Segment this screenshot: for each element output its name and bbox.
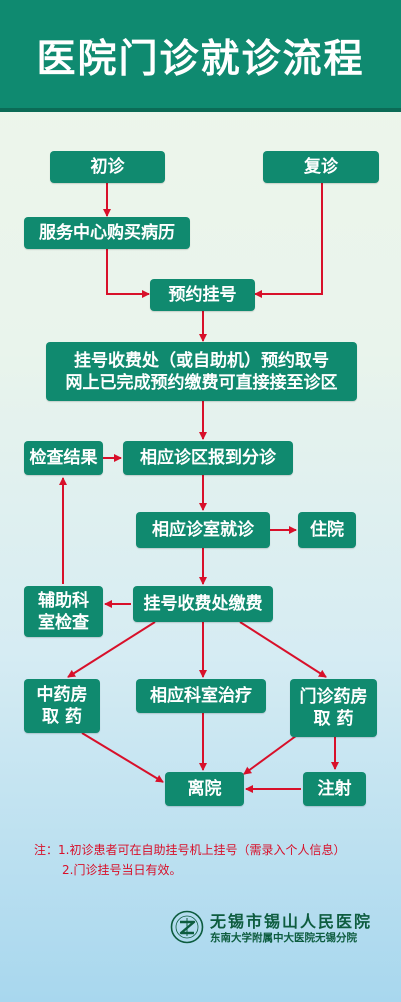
injection-label: 注射 — [317, 779, 352, 799]
outpatient-pharmacy-line1: 门诊药房 — [299, 687, 368, 707]
tcm-pharmacy-line1: 中药房 — [36, 685, 88, 705]
consult-label: 相应诊室就诊 — [152, 520, 254, 540]
arrow-fee-to-pharmacy — [239, 621, 327, 678]
return-visit-label: 复诊 — [304, 157, 338, 177]
leave-label: 离院 — [187, 779, 222, 799]
registration-box: 预约挂号 — [150, 279, 255, 311]
hospital-subtitle: 东南大学附属中大医院无锡分院 — [210, 932, 357, 944]
treatment-box: 相应科室治疗 — [136, 679, 266, 713]
first-visit-box: 初诊 — [50, 151, 165, 183]
return-visit-box: 复诊 — [263, 151, 379, 183]
consult-box: 相应诊室就诊 — [136, 512, 270, 548]
outpatient-pharmacy-line2: 取 药 — [313, 709, 354, 729]
hospital-footer: 无锡市锡山人民医院 东南大学附属中大医院无锡分院 — [170, 908, 385, 958]
first-visit-label: 初诊 — [90, 157, 125, 177]
hospitalize-box: 住院 — [298, 512, 356, 548]
registration-label: 预约挂号 — [168, 285, 237, 305]
arrow-pharmacy-to-leave — [243, 732, 301, 775]
service-center-label: 服务中心购买病历 — [39, 223, 175, 243]
page-title: 医院门诊就诊流程 — [36, 37, 365, 82]
outpatient-pharmacy-box: 门诊药房 取 药 — [290, 679, 377, 737]
header-banner: 医院门诊就诊流程 — [0, 0, 401, 112]
fee-box: 挂号收费处缴费 — [133, 586, 273, 622]
arrow-fee-to-tcm — [67, 621, 156, 678]
hospital-name: 无锡市锡山人民医院 — [210, 912, 373, 931]
triage-box: 相应诊区报到分诊 — [123, 441, 293, 475]
arrow-return-to-registration — [254, 183, 323, 298]
notes: 注：1.初诊患者可在自助挂号机上挂号（需录入个人信息） 2.门诊挂号当日有效。 — [34, 840, 345, 880]
injection-box: 注射 — [303, 772, 366, 806]
aux-exam-box: 辅助科 室检查 — [24, 586, 103, 637]
note-line-1: 注：1.初诊患者可在自助挂号机上挂号（需录入个人信息） — [34, 843, 346, 857]
service-center-box: 服务中心购买病历 — [24, 217, 190, 249]
arrow-service-to-registration — [106, 249, 150, 298]
hospitalize-label: 住院 — [310, 520, 344, 540]
payment-office-line1: 挂号收费处（或自助机）预约取号 — [74, 350, 329, 371]
aux-exam-line1: 辅助科 — [38, 590, 89, 611]
tcm-pharmacy-line2: 取 药 — [42, 707, 82, 727]
leave-box: 离院 — [165, 772, 244, 806]
exam-results-box: 检查结果 — [24, 441, 103, 475]
fee-label: 挂号收费处缴费 — [143, 594, 263, 614]
payment-office-box: 挂号收费处（或自助机）预约取号 网上已完成预约缴费可直接接至诊区 — [46, 342, 357, 401]
payment-office-line2: 网上已完成预约缴费可直接接至诊区 — [65, 372, 338, 393]
arrow-tcm-to-leave — [81, 732, 164, 783]
aux-exam-line2: 室检查 — [38, 612, 89, 633]
triage-label: 相应诊区报到分诊 — [140, 448, 276, 468]
note-line-2: 2.门诊挂号当日有效。 — [62, 863, 182, 877]
exam-results-label: 检查结果 — [29, 448, 98, 468]
treatment-label: 相应科室治疗 — [150, 686, 252, 706]
hospital-logo-icon — [170, 910, 204, 944]
tcm-pharmacy-box: 中药房 取 药 — [24, 679, 100, 733]
